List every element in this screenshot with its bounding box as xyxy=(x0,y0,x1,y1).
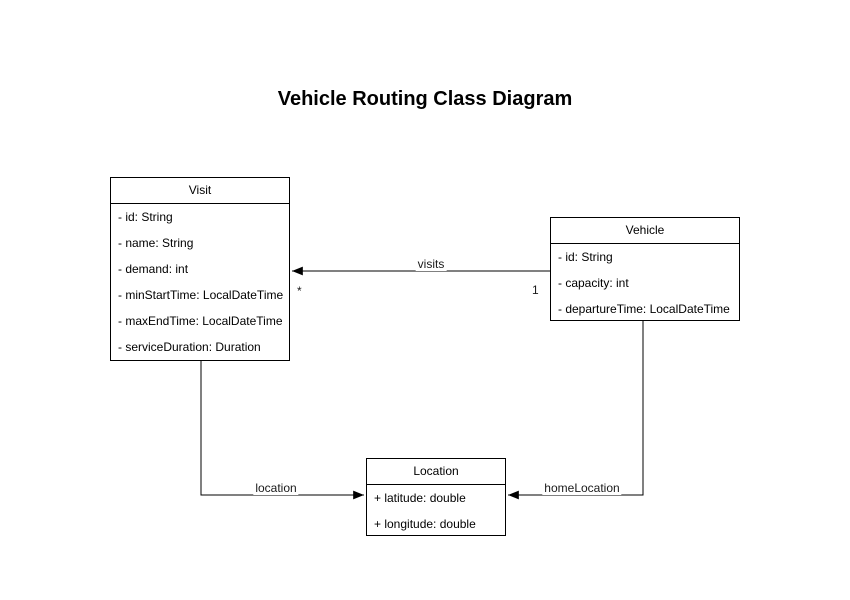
class-location-title: Location xyxy=(367,459,505,485)
attribute-row: - departureTime: LocalDateTime xyxy=(558,302,730,316)
attribute-row: - capacity: int xyxy=(558,276,629,290)
attribute-row: - serviceDuration: Duration xyxy=(118,340,261,354)
edge-label-location: location xyxy=(253,481,299,495)
attribute-row: - minStartTime: LocalDateTime xyxy=(118,288,284,302)
edge-visit-location[interactable] xyxy=(200,361,364,500)
multiplicity-visits-source: 1 xyxy=(532,283,539,297)
class-location[interactable]: Location + latitude: double + longitude:… xyxy=(366,458,506,536)
class-location-attributes: + latitude: double + longitude: double xyxy=(367,485,505,537)
attribute-row: + latitude: double xyxy=(374,491,466,505)
class-vehicle-attributes: - id: String - capacity: int - departure… xyxy=(551,244,739,322)
attribute-row: - name: String xyxy=(118,236,194,250)
attribute-row: - maxEndTime: LocalDateTime xyxy=(118,314,283,328)
multiplicity-visits-target: * xyxy=(297,284,302,298)
edge-label-homelocation: homeLocation xyxy=(542,481,622,495)
class-vehicle-title: Vehicle xyxy=(551,218,739,244)
attribute-row: + longitude: double xyxy=(374,517,476,531)
attribute-row: - demand: int xyxy=(118,262,189,276)
class-visit-title: Visit xyxy=(111,178,289,204)
diagram-title: Vehicle Routing Class Diagram xyxy=(277,88,573,110)
class-visit[interactable]: Visit - id: String - name: String - dema… xyxy=(110,177,290,361)
attribute-row: - id: String xyxy=(558,250,613,264)
attribute-row: - id: String xyxy=(118,210,173,224)
edge-vehicle-homelocation[interactable] xyxy=(507,321,644,500)
edge-label-visits: visits xyxy=(415,257,447,271)
class-visit-attributes: - id: String - name: String - demand: in… xyxy=(111,204,289,360)
class-vehicle[interactable]: Vehicle - id: String - capacity: int - d… xyxy=(550,217,740,321)
